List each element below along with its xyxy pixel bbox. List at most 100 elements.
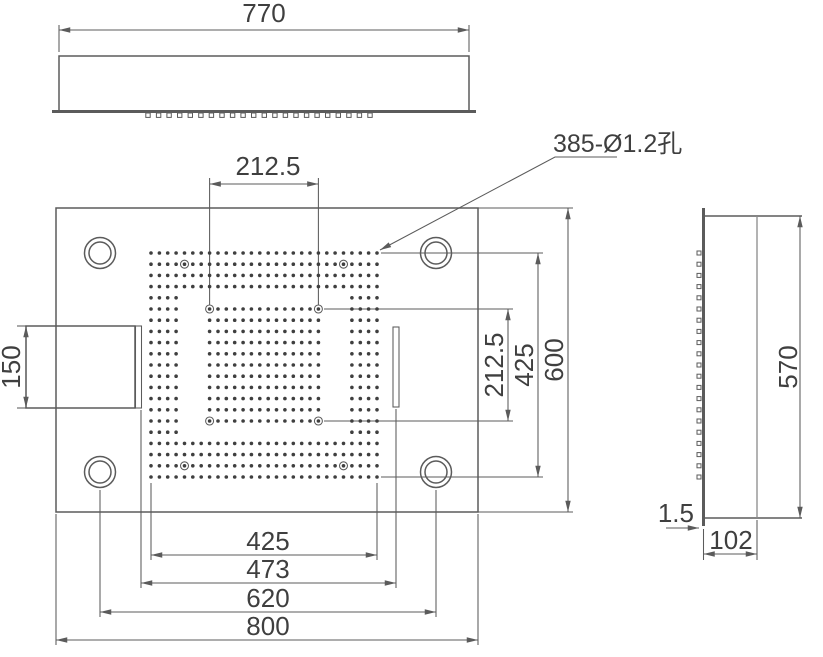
nozzle-hole [157, 251, 162, 255]
nozzle-hole [207, 385, 212, 390]
nozzle-hole [283, 374, 287, 379]
nozzle-hole [366, 441, 371, 446]
nozzle-hole [274, 329, 279, 334]
nozzle-hole [291, 329, 296, 334]
nozzle-hole [149, 251, 153, 255]
nozzle-hole [174, 329, 178, 334]
nozzle-hole [299, 374, 304, 379]
nozzle-hole [174, 262, 178, 267]
nozzle-hole [350, 475, 354, 479]
nozzle-hole [325, 251, 329, 255]
nozzle-tick [696, 317, 702, 323]
nozzle-hole [157, 340, 162, 345]
nozzle-hole [316, 385, 321, 390]
nozzle-hole [174, 396, 178, 401]
nozzle-hole [274, 352, 279, 356]
nozzle-hole [224, 307, 229, 311]
nozzle-hole [316, 408, 321, 412]
nozzle-hole [274, 475, 279, 479]
nozzle-hole [333, 464, 337, 468]
nozzle-hole [258, 307, 262, 311]
nozzle-hole [191, 251, 195, 255]
nozzle-hole [174, 475, 178, 479]
nozzle-hole [207, 262, 212, 267]
nozzle-hole [174, 464, 178, 468]
dim-label-770: 770 [242, 0, 285, 28]
nozzle-hole [274, 251, 279, 255]
nozzle-hole [358, 318, 363, 323]
nozzle-tick [208, 112, 215, 118]
nozzle-hole [241, 374, 245, 379]
nozzle-hole [283, 262, 287, 267]
nozzle-tick [282, 112, 289, 118]
nozzle-hole [241, 452, 245, 457]
nozzle-hole [283, 464, 287, 468]
nozzle-hole [266, 340, 271, 345]
nozzle-hole [308, 352, 312, 356]
dim-label-800: 800 [246, 611, 289, 641]
right-bracket-rail [392, 326, 400, 408]
nozzle-hole [308, 340, 312, 345]
nozzle-hole [366, 296, 371, 300]
nozzle-hole [149, 464, 153, 468]
nozzle-hole [325, 262, 329, 267]
nozzle-hole [350, 452, 354, 457]
nozzle-hole [249, 385, 254, 390]
nozzle-hole [165, 363, 170, 367]
nozzle-tick [145, 112, 151, 118]
nozzle-tick [696, 362, 702, 368]
nozzle-hole [375, 251, 379, 255]
nozzle-hole [182, 475, 187, 479]
nozzle-hole [358, 430, 363, 435]
nozzle-hole [291, 396, 296, 401]
nozzle-tick [696, 407, 702, 413]
nozzle-hole [165, 419, 170, 423]
nozzle-hole [207, 374, 212, 379]
nozzle-hole [291, 262, 296, 267]
nozzle-hole [165, 374, 170, 379]
nozzle-hole [157, 284, 162, 289]
nozzle-hole [232, 329, 237, 334]
nozzle-hole [241, 251, 245, 255]
nozzle-hole [199, 251, 203, 255]
nozzle-hole [358, 273, 363, 278]
nozzle-hole [375, 374, 379, 379]
nozzle-hole [216, 396, 220, 401]
nozzle-hole [207, 340, 212, 345]
nozzle-hole [274, 273, 279, 278]
nozzle-hole [232, 352, 237, 356]
nozzle-hole [232, 385, 237, 390]
nozzle-hole [308, 318, 312, 323]
nozzle-hole [358, 251, 363, 255]
nozzle-hole [291, 307, 296, 311]
nozzle-hole [299, 464, 304, 468]
nozzle-hole [316, 262, 321, 267]
nozzle-hole [350, 363, 354, 367]
nozzle-hole [157, 374, 162, 379]
nozzle-hole [274, 452, 279, 457]
nozzle-hole [149, 352, 153, 356]
nozzle-hole [191, 262, 195, 267]
nozzle-hole [207, 307, 212, 311]
nozzle-hole [157, 430, 162, 435]
nozzle-hole [299, 408, 304, 412]
nozzle-hole [149, 307, 153, 311]
nozzle-hole [241, 419, 245, 423]
nozzle-hole [375, 475, 379, 479]
nozzle-hole [366, 262, 371, 267]
nozzle-hole [358, 396, 363, 401]
nozzle-hole [182, 251, 187, 255]
nozzle-hole [182, 464, 187, 468]
dim-label-150: 150 [0, 345, 26, 388]
nozzle-hole [149, 408, 153, 412]
nozzle-hole [224, 329, 229, 334]
nozzle-hole [165, 464, 170, 468]
nozzle-hole [341, 273, 346, 278]
dim-inner-block-height-212-5: 212.5 [324, 308, 513, 422]
nozzle-hole [174, 430, 178, 435]
nozzle-hole [258, 363, 262, 367]
dim-body-width-770: 770 [58, 0, 470, 52]
nozzle-tick [696, 463, 702, 469]
nozzle-hole [249, 352, 254, 356]
nozzle-hole [224, 318, 229, 323]
